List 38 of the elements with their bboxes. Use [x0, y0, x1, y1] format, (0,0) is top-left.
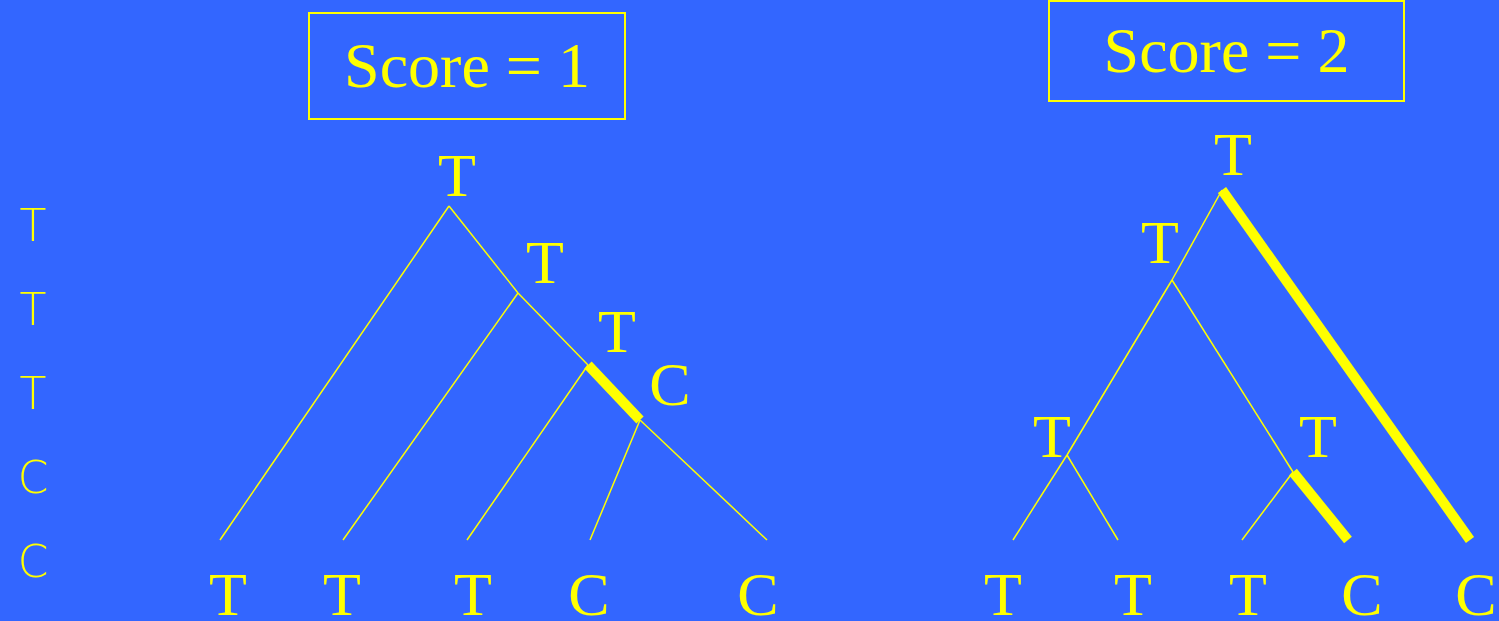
tree-branch: [639, 419, 768, 541]
nucleotide-label: T: [453, 566, 493, 621]
tree-branch: [1066, 454, 1119, 541]
sequence-label: C: [16, 540, 50, 584]
tree-branch: [584, 361, 644, 424]
sequence-label: T: [18, 204, 48, 248]
tree-branch: [1171, 279, 1294, 473]
sequence-label: T: [18, 372, 48, 416]
tree-branch: [1217, 187, 1475, 543]
nucleotide-label: T: [322, 566, 362, 621]
nucleotide-label: C: [735, 566, 781, 621]
nucleotide-label: T: [1032, 407, 1072, 465]
tree-branch: [589, 419, 641, 541]
sequence-label: C: [16, 456, 50, 500]
tree-branch: [517, 292, 589, 366]
nucleotide-label: T: [1228, 566, 1268, 621]
tree-branch: [448, 205, 519, 294]
nucleotide-label: T: [1213, 125, 1253, 183]
nucleotide-label: C: [566, 566, 612, 621]
score-box: Score = 1: [308, 12, 626, 120]
nucleotide-label: C: [1339, 566, 1385, 621]
nucleotide-label: T: [1298, 407, 1338, 465]
nucleotide-label: T: [983, 566, 1023, 621]
tree-branch: [219, 205, 450, 541]
nucleotide-label: C: [647, 355, 693, 413]
nucleotide-label: T: [208, 566, 248, 621]
nucleotide-label: T: [437, 146, 477, 204]
sequence-label: T: [18, 288, 48, 332]
nucleotide-label: T: [597, 302, 637, 360]
tree-branch: [1066, 279, 1173, 456]
tree-branch: [1012, 454, 1068, 541]
tree-branch: [1289, 468, 1352, 544]
nucleotide-label: T: [1113, 566, 1153, 621]
nucleotide-label: C: [1453, 566, 1499, 621]
score-box: Score = 2: [1048, 0, 1405, 102]
nucleotide-label: T: [1140, 213, 1180, 271]
tree-branch: [342, 292, 519, 541]
nucleotide-label: T: [525, 233, 565, 291]
